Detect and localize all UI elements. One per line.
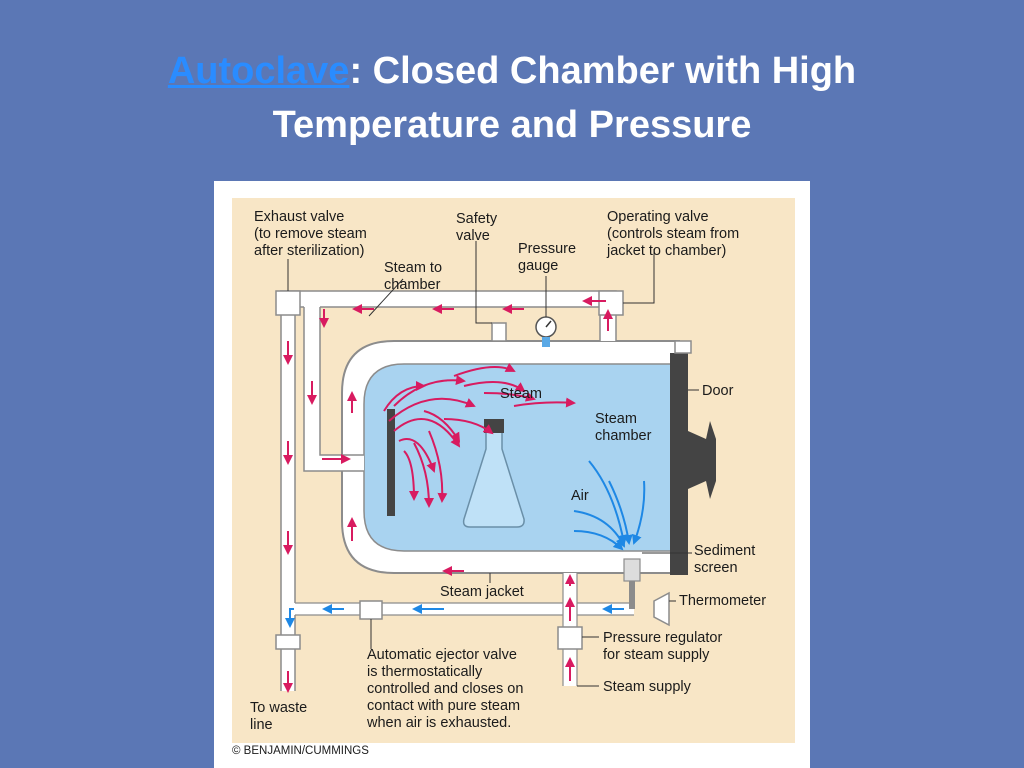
title-line-2: Temperature and Pressure: [272, 104, 752, 146]
steam-chamber: [363, 363, 675, 552]
exhaust-valve[interactable]: [275, 290, 301, 316]
door-wheel[interactable]: [688, 421, 716, 499]
autoclave-link[interactable]: Autoclave: [167, 50, 350, 92]
label-air: Air: [571, 488, 589, 504]
flask-stopper: [484, 419, 504, 433]
label-to-waste-line: To waste line: [250, 700, 311, 733]
autoclave-diagram: Exhaust valve (to remove steam after ste…: [214, 181, 810, 768]
thermometer-body: [653, 591, 670, 627]
slide-title: Autoclave: Closed Chamber with High Temp…: [0, 44, 1024, 152]
label-steam-supply: Steam supply: [603, 679, 692, 695]
title-rest: : Closed Chamber with High: [349, 50, 857, 92]
door-frame: [674, 340, 692, 354]
label-sediment-screen: Sediment screen: [694, 543, 759, 576]
label-thermometer: Thermometer: [679, 593, 766, 609]
steam-flow-arrows: [283, 296, 613, 693]
safety-valve[interactable]: [491, 322, 507, 342]
label-operating-valve: Operating valve (controls steam from jac…: [606, 209, 743, 259]
gauge-stem: [542, 337, 550, 347]
pressure-regulator[interactable]: [557, 626, 583, 650]
label-exhaust-valve: Exhaust valve (to remove steam after ste…: [254, 209, 371, 259]
operating-valve[interactable]: [598, 290, 624, 316]
air-flow-arrows: [285, 460, 646, 628]
label-automatic-ejector: Automatic ejector valve is thermostatica…: [366, 647, 527, 731]
label-steam: Steam: [500, 386, 542, 402]
copyright-notice: © BENJAMIN/CUMMINGS: [232, 745, 369, 757]
waste-valve[interactable]: [275, 634, 301, 650]
label-pressure-gauge: Pressure gauge: [518, 241, 580, 274]
label-steam-jacket: Steam jacket: [440, 584, 524, 600]
sediment-screen: [623, 558, 641, 582]
flask: [462, 430, 525, 528]
label-safety-valve: Safety valve: [456, 211, 501, 244]
label-steam-chamber: Steam chamber: [595, 411, 652, 444]
door[interactable]: [670, 353, 688, 575]
chamber-shelf: [387, 409, 395, 516]
gauge-needle: [545, 320, 552, 328]
label-pressure-regulator: Pressure regulator for steam supply: [603, 630, 726, 663]
leader-lines: [287, 241, 699, 687]
label-door: Door: [702, 383, 734, 399]
exhaust-pipe-outline: [280, 307, 296, 691]
ejector-valve[interactable]: [359, 600, 383, 620]
label-steam-to-chamber: Steam to chamber: [384, 260, 446, 293]
